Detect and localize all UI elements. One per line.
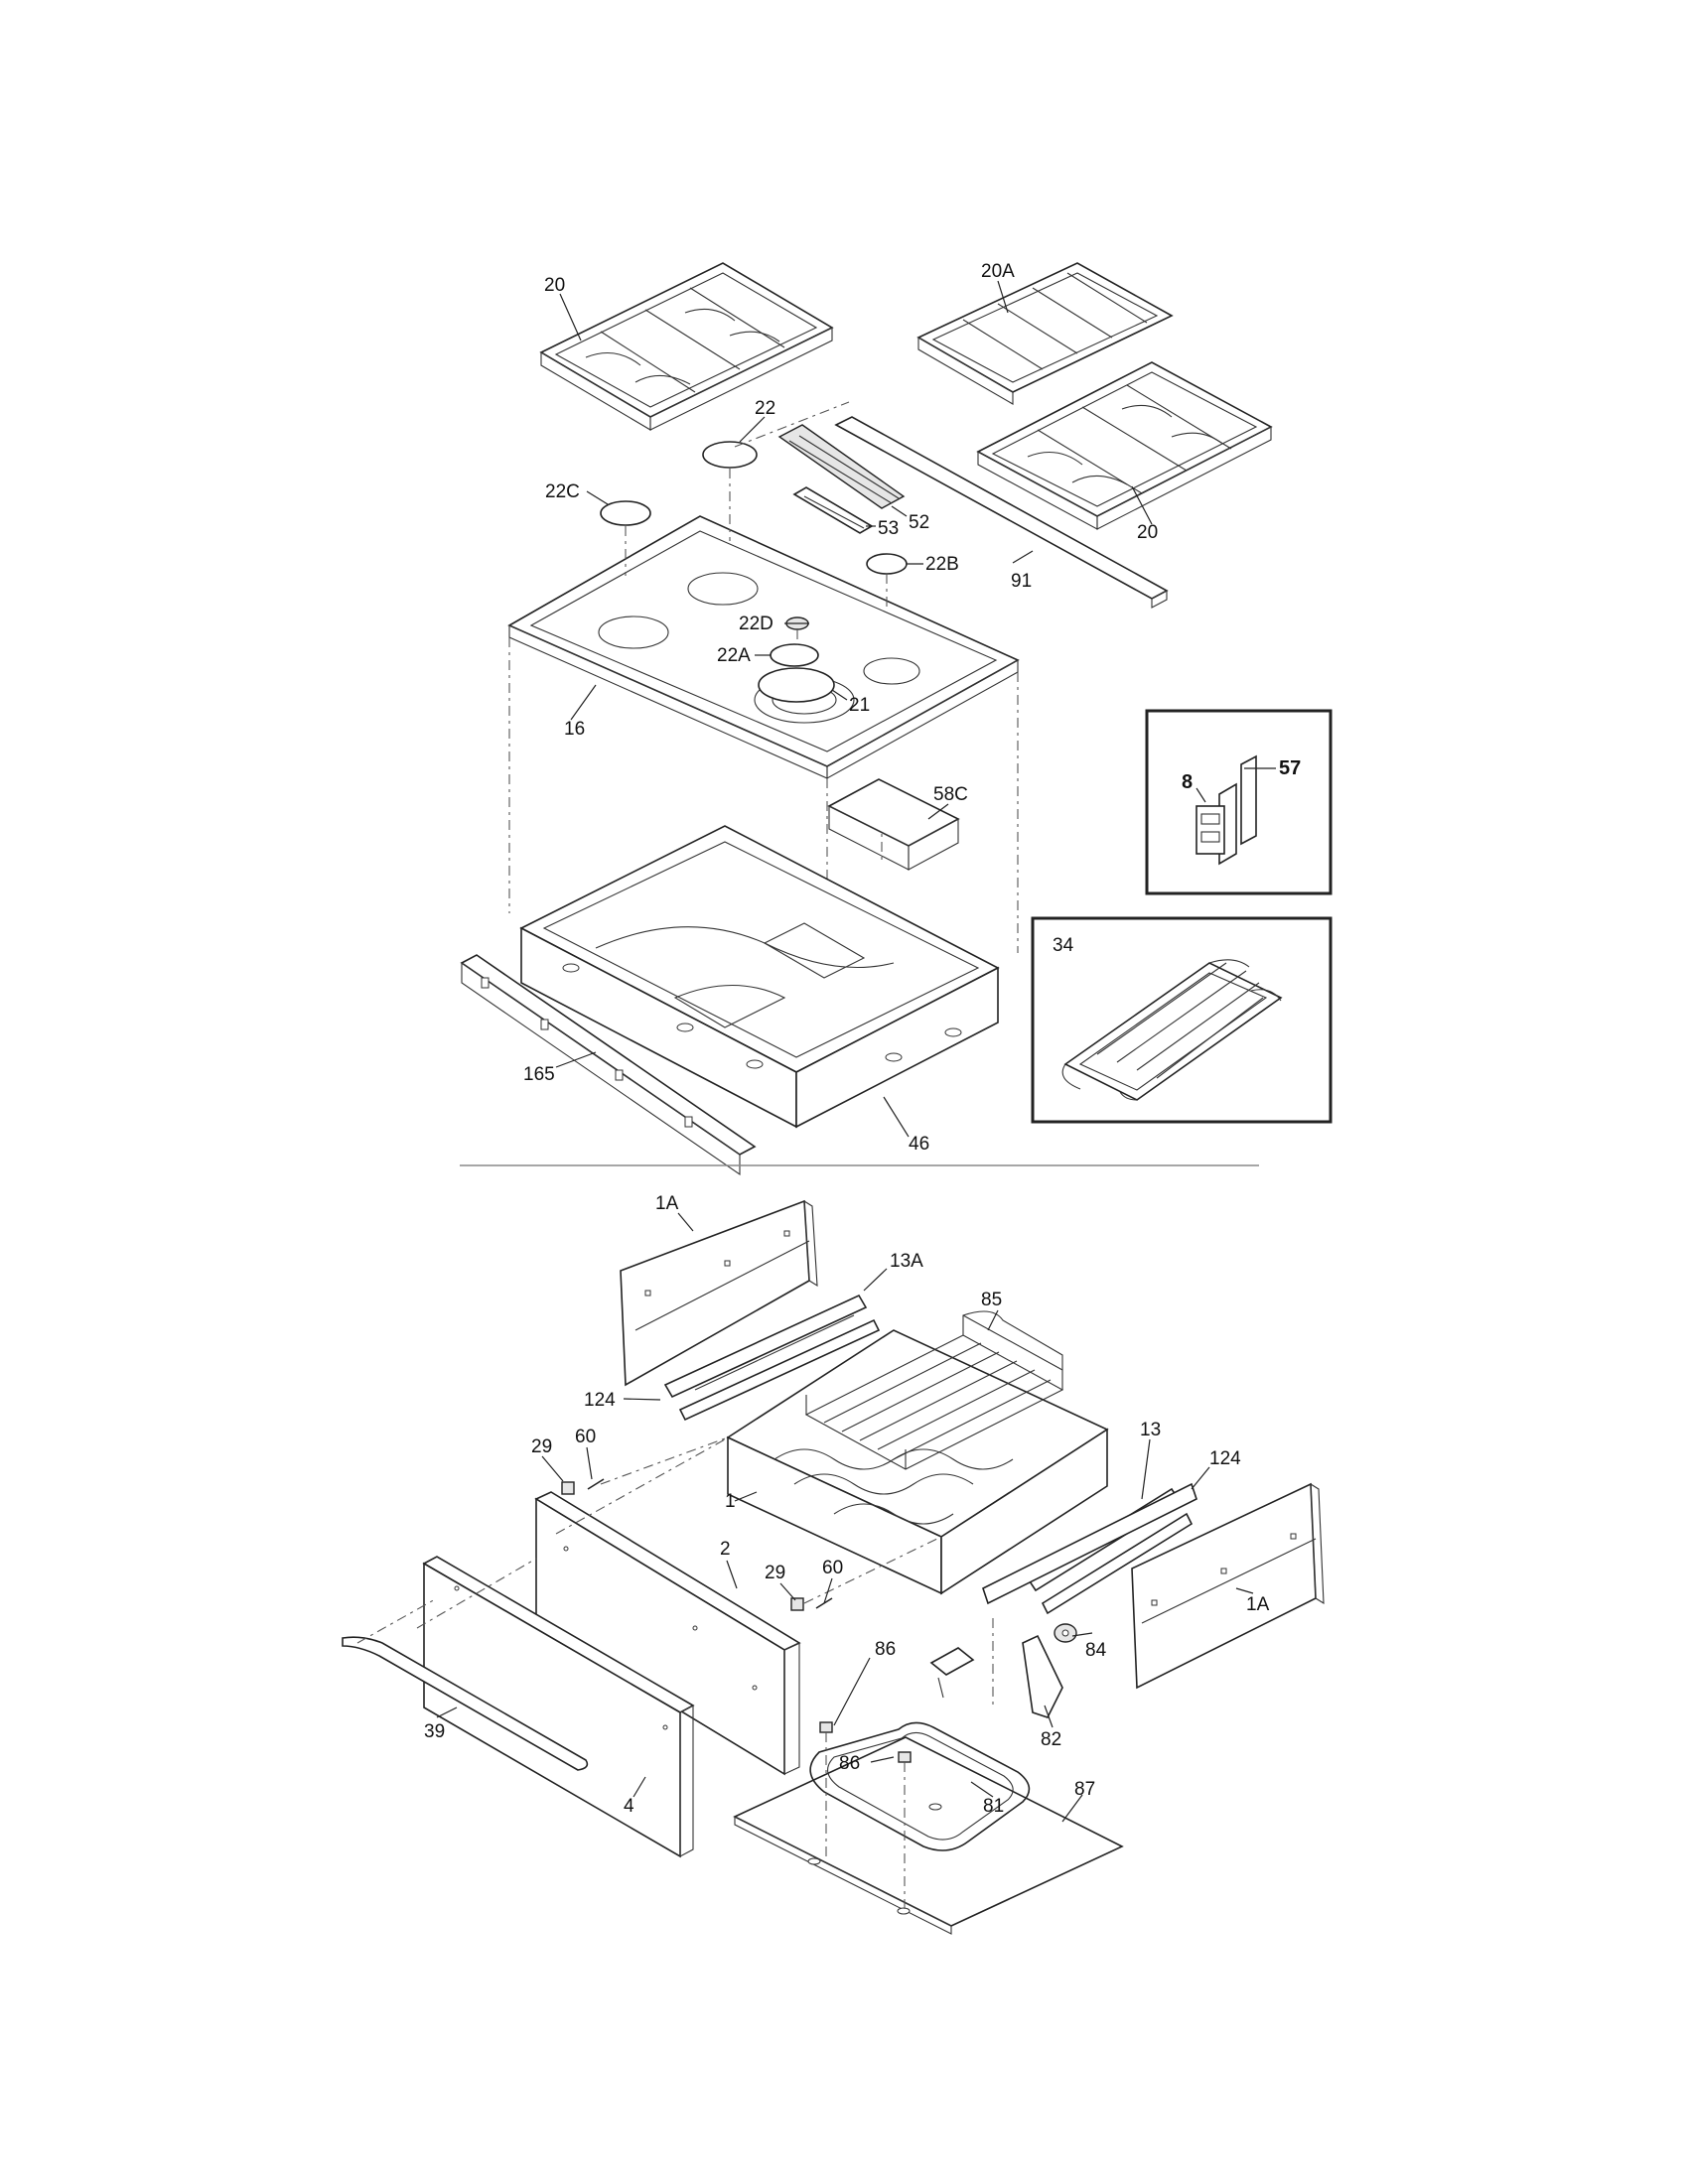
label-13a: 13A xyxy=(890,1251,923,1272)
control-box xyxy=(827,778,960,871)
label-1: 1 xyxy=(725,1491,736,1512)
label-82: 82 xyxy=(1041,1729,1061,1750)
slide-13a xyxy=(663,1294,881,1422)
knob-29-left xyxy=(561,1481,575,1495)
knob-29-right xyxy=(790,1597,804,1611)
vent-assembly xyxy=(777,424,906,534)
label-22: 22 xyxy=(755,398,775,419)
grate-center xyxy=(916,262,1174,405)
label-1a-upper: 1A xyxy=(655,1193,679,1214)
label-57: 57 xyxy=(1279,757,1301,779)
label-84: 84 xyxy=(1085,1640,1107,1661)
drawer-front xyxy=(422,1556,695,1858)
label-34: 34 xyxy=(1053,935,1074,956)
front-bracket xyxy=(460,954,757,1176)
label-22b: 22B xyxy=(925,554,959,575)
label-124-left: 124 xyxy=(584,1390,616,1411)
label-22c: 22C xyxy=(545,481,580,502)
inset-box-griddle xyxy=(1031,916,1333,1124)
label-4: 4 xyxy=(624,1796,634,1817)
label-58c: 58C xyxy=(933,784,968,805)
drawer-assembly: 1A 13A 85 124 29 60 1 13 124 2 29 60 86 … xyxy=(342,1193,1325,1935)
drawer-rack xyxy=(804,1310,1064,1470)
burner-21 xyxy=(758,667,835,703)
heating-element xyxy=(809,1721,1031,1851)
label-87: 87 xyxy=(1074,1779,1095,1800)
label-1a-lower: 1A xyxy=(1246,1594,1270,1615)
drawer-handle xyxy=(342,1636,589,1771)
label-8: 8 xyxy=(1182,771,1193,793)
label-21: 21 xyxy=(849,695,870,716)
terminal-block xyxy=(929,1647,975,1699)
burner-cap-22b xyxy=(866,553,908,575)
label-16: 16 xyxy=(564,719,585,740)
cooktop-assembly: 20 20A 20 22 22C 52 53 91 22B 22D 22A 21… xyxy=(460,261,1333,1176)
bottom-pan xyxy=(733,1736,1124,1935)
label-29-right: 29 xyxy=(765,1563,785,1583)
label-165: 165 xyxy=(523,1064,555,1085)
label-86-top: 86 xyxy=(875,1639,896,1660)
burner-cap-22c xyxy=(600,500,651,526)
slide-13 xyxy=(982,1482,1197,1615)
burner-cap-22 xyxy=(702,441,758,469)
burner-head-22a xyxy=(770,643,819,667)
grate-right xyxy=(976,361,1273,530)
drawer-liner xyxy=(726,1329,1109,1595)
chassis-tray xyxy=(519,825,1000,1129)
label-29-left: 29 xyxy=(531,1436,552,1457)
label-22a: 22A xyxy=(717,645,751,666)
label-53: 53 xyxy=(878,518,899,539)
label-39: 39 xyxy=(424,1721,445,1742)
clip-86-top xyxy=(819,1721,833,1733)
label-20a: 20A xyxy=(981,261,1015,282)
inset-box-valve xyxy=(1145,709,1333,895)
grate-left xyxy=(539,262,834,431)
label-20-left: 20 xyxy=(544,275,565,296)
label-124-right: 124 xyxy=(1209,1448,1241,1469)
label-13: 13 xyxy=(1140,1420,1161,1440)
label-22d: 22D xyxy=(739,614,774,634)
label-20-right: 20 xyxy=(1137,522,1158,543)
label-52: 52 xyxy=(909,512,929,533)
side-panel-upper xyxy=(620,1199,818,1387)
side-panel-lower xyxy=(1131,1482,1325,1690)
label-46: 46 xyxy=(909,1134,929,1155)
label-86-bottom: 86 xyxy=(839,1753,860,1774)
drawer-inner-panel xyxy=(534,1491,801,1776)
element-84 xyxy=(1054,1623,1077,1643)
screw-60-left xyxy=(587,1478,605,1490)
trim-strip xyxy=(834,416,1169,609)
label-60-left: 60 xyxy=(575,1427,596,1447)
bracket-82 xyxy=(1022,1634,1063,1718)
label-85: 85 xyxy=(981,1290,1002,1310)
clip-86-bottom xyxy=(898,1751,912,1763)
label-81: 81 xyxy=(983,1796,1004,1817)
label-91: 91 xyxy=(1011,571,1032,592)
label-2: 2 xyxy=(720,1539,731,1560)
label-60-right: 60 xyxy=(822,1558,843,1578)
